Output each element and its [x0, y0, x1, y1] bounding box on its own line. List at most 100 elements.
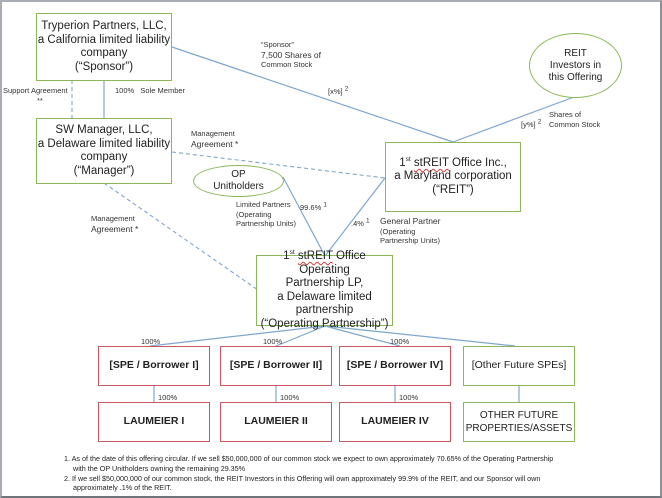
operating-partnership-box: 1st stREIT Office Operating Partnership … [256, 249, 393, 330]
label-text: .4% [351, 219, 364, 228]
sponsor-line: (“Sponsor”) [74, 60, 134, 73]
line-opunitholders-to-op [282, 176, 326, 257]
line-op-to-spe1 [149, 325, 326, 347]
op-line: a Delaware limited [277, 290, 372, 303]
label-text: 99.6% [300, 203, 322, 212]
footnote-ref: 1 [366, 217, 370, 225]
spe-label: [Other Future SPEs] [471, 359, 567, 372]
support-agreement-label: Support Agreement ** [3, 86, 68, 105]
laumeier-1-box: LAUMEIER I [98, 402, 210, 442]
spe-label: [SPE / Borrower I] [109, 359, 199, 372]
footnote-number: 2. [64, 473, 70, 483]
x-percent-label: [x%] 2 [328, 85, 349, 97]
op-line: (“Operating Partnership”) [260, 317, 389, 330]
manager-line: SW Manager, LLC, [55, 124, 153, 136]
op-line: Partnership LP, [285, 277, 364, 289]
label-line: Shares of [549, 110, 582, 119]
label-line: (Operating [380, 226, 416, 236]
footnote-1-cont: with the OP Unitholders owning the remai… [73, 463, 246, 473]
reit-box: 1st stREIT Office Inc., a Maryland corpo… [385, 142, 521, 212]
label-line: Management [91, 214, 135, 223]
general-partner-label: General Partner (Operating Partnership U… [380, 216, 440, 246]
pct-spe-4-label: 100% [390, 337, 410, 346]
label-text: [y%] [521, 120, 536, 129]
lp-percent-label: 99.6% 1 [300, 201, 327, 213]
pct-laumeier-2-label: 100% [280, 393, 300, 402]
footnote-1: 1. As of the date of this offering circu… [64, 454, 553, 464]
property-label: LAUMEIER IV [361, 415, 429, 428]
laumeier-2-box: LAUMEIER II [220, 402, 332, 442]
oval-line: Investors in [549, 59, 602, 71]
management-agreement-reit-label: Management Agreement * [191, 129, 238, 149]
label-line: Support Agreement [3, 86, 68, 95]
sponsor-box: Tryperion Partners, LLC, a California li… [36, 13, 172, 81]
line-op-to-other-spes [324, 325, 516, 347]
spe-borrower-2-box: [SPE / Borrower II] [220, 346, 332, 386]
op-unitholders-oval: OP Unitholders [193, 165, 284, 197]
manager-box: SW Manager, LLC, a Delaware limited liab… [36, 118, 172, 184]
manager-line: a Delaware limited liability [37, 137, 171, 150]
reit-investors-oval: REIT Investors in this Offering [529, 33, 622, 98]
line-manager-to-op-mgmt [103, 182, 259, 291]
line-manager-to-reit-mgmt [171, 151, 386, 179]
footnote-ref: 2 [537, 118, 542, 126]
footnote-text: As of the date of this offering circular… [71, 454, 554, 463]
line-op-to-spe4 [324, 325, 401, 347]
label-line: Management [191, 129, 235, 138]
manager-line: (“Manager”) [73, 164, 135, 177]
shares-common-label: Shares of Common Stock [549, 110, 600, 129]
gp-percent-label: .4% 1 [351, 217, 370, 229]
oval-line: REIT [564, 47, 587, 59]
other-future-assets-box: OTHER FUTURE PROPERTIES/ASSETS [463, 402, 575, 442]
label-line: Agreement * [191, 138, 239, 149]
property-label: OTHER FUTURE [479, 410, 559, 421]
property-label: LAUMEIER II [244, 415, 308, 428]
property-label: LAUMEIER I [123, 415, 185, 428]
label-line: Common Stock [549, 119, 601, 129]
laumeier-4-box: LAUMEIER IV [339, 402, 451, 442]
line-reit-to-op [324, 177, 386, 257]
footnotes: 1. As of the date of this offering circu… [64, 454, 553, 493]
line-op-to-spe2 [275, 325, 326, 347]
footnote-ref: 1 [323, 201, 327, 209]
pct-spe-1-label: 100% [141, 337, 161, 346]
label-line: Agreement * [91, 223, 139, 234]
spe-label: [SPE / Borrower II] [229, 359, 323, 372]
management-agreement-op-label: Management Agreement * [91, 214, 138, 234]
label-line: 7,500 Shares of [261, 49, 322, 60]
property-label: PROPERTIES/ASSETS [465, 423, 573, 434]
oval-line: this Offering [548, 71, 603, 83]
footnote-2-cont: approximately .1% of the REIT. [73, 483, 172, 493]
spe-label: [SPE / Borrower IV] [346, 359, 444, 372]
limited-partners-label: Limited Partners (Operating Partnership … [236, 200, 296, 229]
label-line: Partnership Units) [380, 236, 441, 245]
footnote-ref: 2 [344, 85, 349, 93]
reit-line: (“REIT”) [432, 183, 474, 196]
sole-member-label: 100% Sole Member [115, 86, 186, 95]
manager-line: company [80, 151, 128, 163]
y-percent-label: [y%] 2 [521, 118, 542, 130]
footnote-number: 1. [64, 454, 70, 463]
sponsor-line: company [80, 47, 128, 59]
oval-line: OP [231, 169, 246, 180]
label-line: ** [37, 95, 43, 105]
spe-borrower-1-box: [SPE / Borrower I] [98, 346, 210, 386]
spe-borrower-4-box: [SPE / Borrower IV] [339, 346, 451, 386]
reit-name: 1st stREIT Office Inc., [399, 155, 507, 169]
reit-line: a Maryland corporation [394, 170, 512, 183]
footnote-text: If we sell $50,000,000 of our common sto… [72, 473, 541, 483]
footnote-2: 2. If we sell $50,000,000 of our common … [64, 474, 553, 484]
pct-spe-2-label: 100% [263, 337, 283, 346]
pct-laumeier-4-label: 100% [399, 393, 419, 402]
pct-laumeier-1-label: 100% [158, 393, 178, 402]
line-investors-to-reit [452, 96, 575, 143]
oval-line: Unitholders [213, 181, 264, 192]
op-name: 1st stREIT Office Operating [283, 249, 366, 276]
sponsor-line: a California limited liability [37, 33, 171, 46]
op-line: partnership [295, 304, 354, 316]
label-line: Partnership Units) [236, 219, 297, 228]
sponsor-shares-label: “Sponsor” 7,500 Shares of Common Stock [261, 40, 321, 70]
label-line: (Operating [236, 209, 272, 219]
